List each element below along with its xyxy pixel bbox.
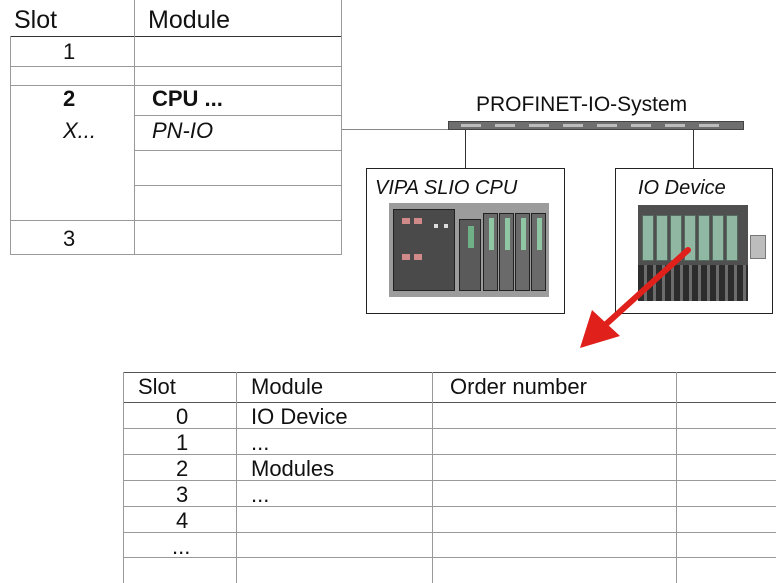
config-slot-x: X...	[63, 118, 97, 143]
device-slot-2: 2	[176, 456, 189, 481]
slio-cpu-image	[389, 203, 549, 297]
io-device-label: IO Device	[638, 177, 726, 199]
arrow-down-left-icon	[580, 247, 691, 348]
device-slot-more: ...	[172, 534, 191, 559]
config-table: Slot Module 1 2 CPU ... X... PN-IO 3	[0, 0, 342, 255]
device-header-module: Module	[251, 374, 324, 399]
config-slot-2: 2	[63, 86, 76, 111]
pnio-connector-line	[342, 129, 448, 130]
device-module-3[interactable]: ...	[251, 482, 270, 507]
bus-label: PROFINET-IO-System	[476, 93, 688, 116]
device-slot-4: 4	[176, 508, 189, 533]
config-slot-3: 3	[63, 226, 76, 251]
device-module-0[interactable]: IO Device	[251, 404, 348, 429]
io-device-image	[638, 205, 768, 305]
device-slot-1: 1	[176, 430, 189, 455]
config-header-module: Module	[148, 6, 230, 34]
cpu-station-label: VIPA SLIO CPU	[375, 177, 518, 199]
cpu-station[interactable]: VIPA SLIO CPU	[366, 168, 565, 314]
device-table: Slot Module Order number 0 IO Device 1 .…	[0, 365, 776, 583]
device-header-slot: Slot	[138, 374, 176, 399]
profinet-bus	[448, 121, 744, 130]
cpu-drop-line	[465, 130, 466, 168]
io-drop-line	[693, 130, 694, 168]
device-module-2[interactable]: Modules	[251, 456, 335, 481]
config-header-slot: Slot	[14, 6, 58, 34]
config-module-cpu[interactable]: CPU ...	[152, 86, 223, 111]
device-module-1[interactable]: ...	[251, 430, 270, 455]
device-header-order-number: Order number	[450, 374, 587, 399]
config-module-pnio[interactable]: PN-IO	[152, 118, 214, 143]
device-slot-3: 3	[176, 482, 189, 507]
device-slot-0: 0	[176, 404, 189, 429]
config-slot-1: 1	[63, 39, 76, 64]
